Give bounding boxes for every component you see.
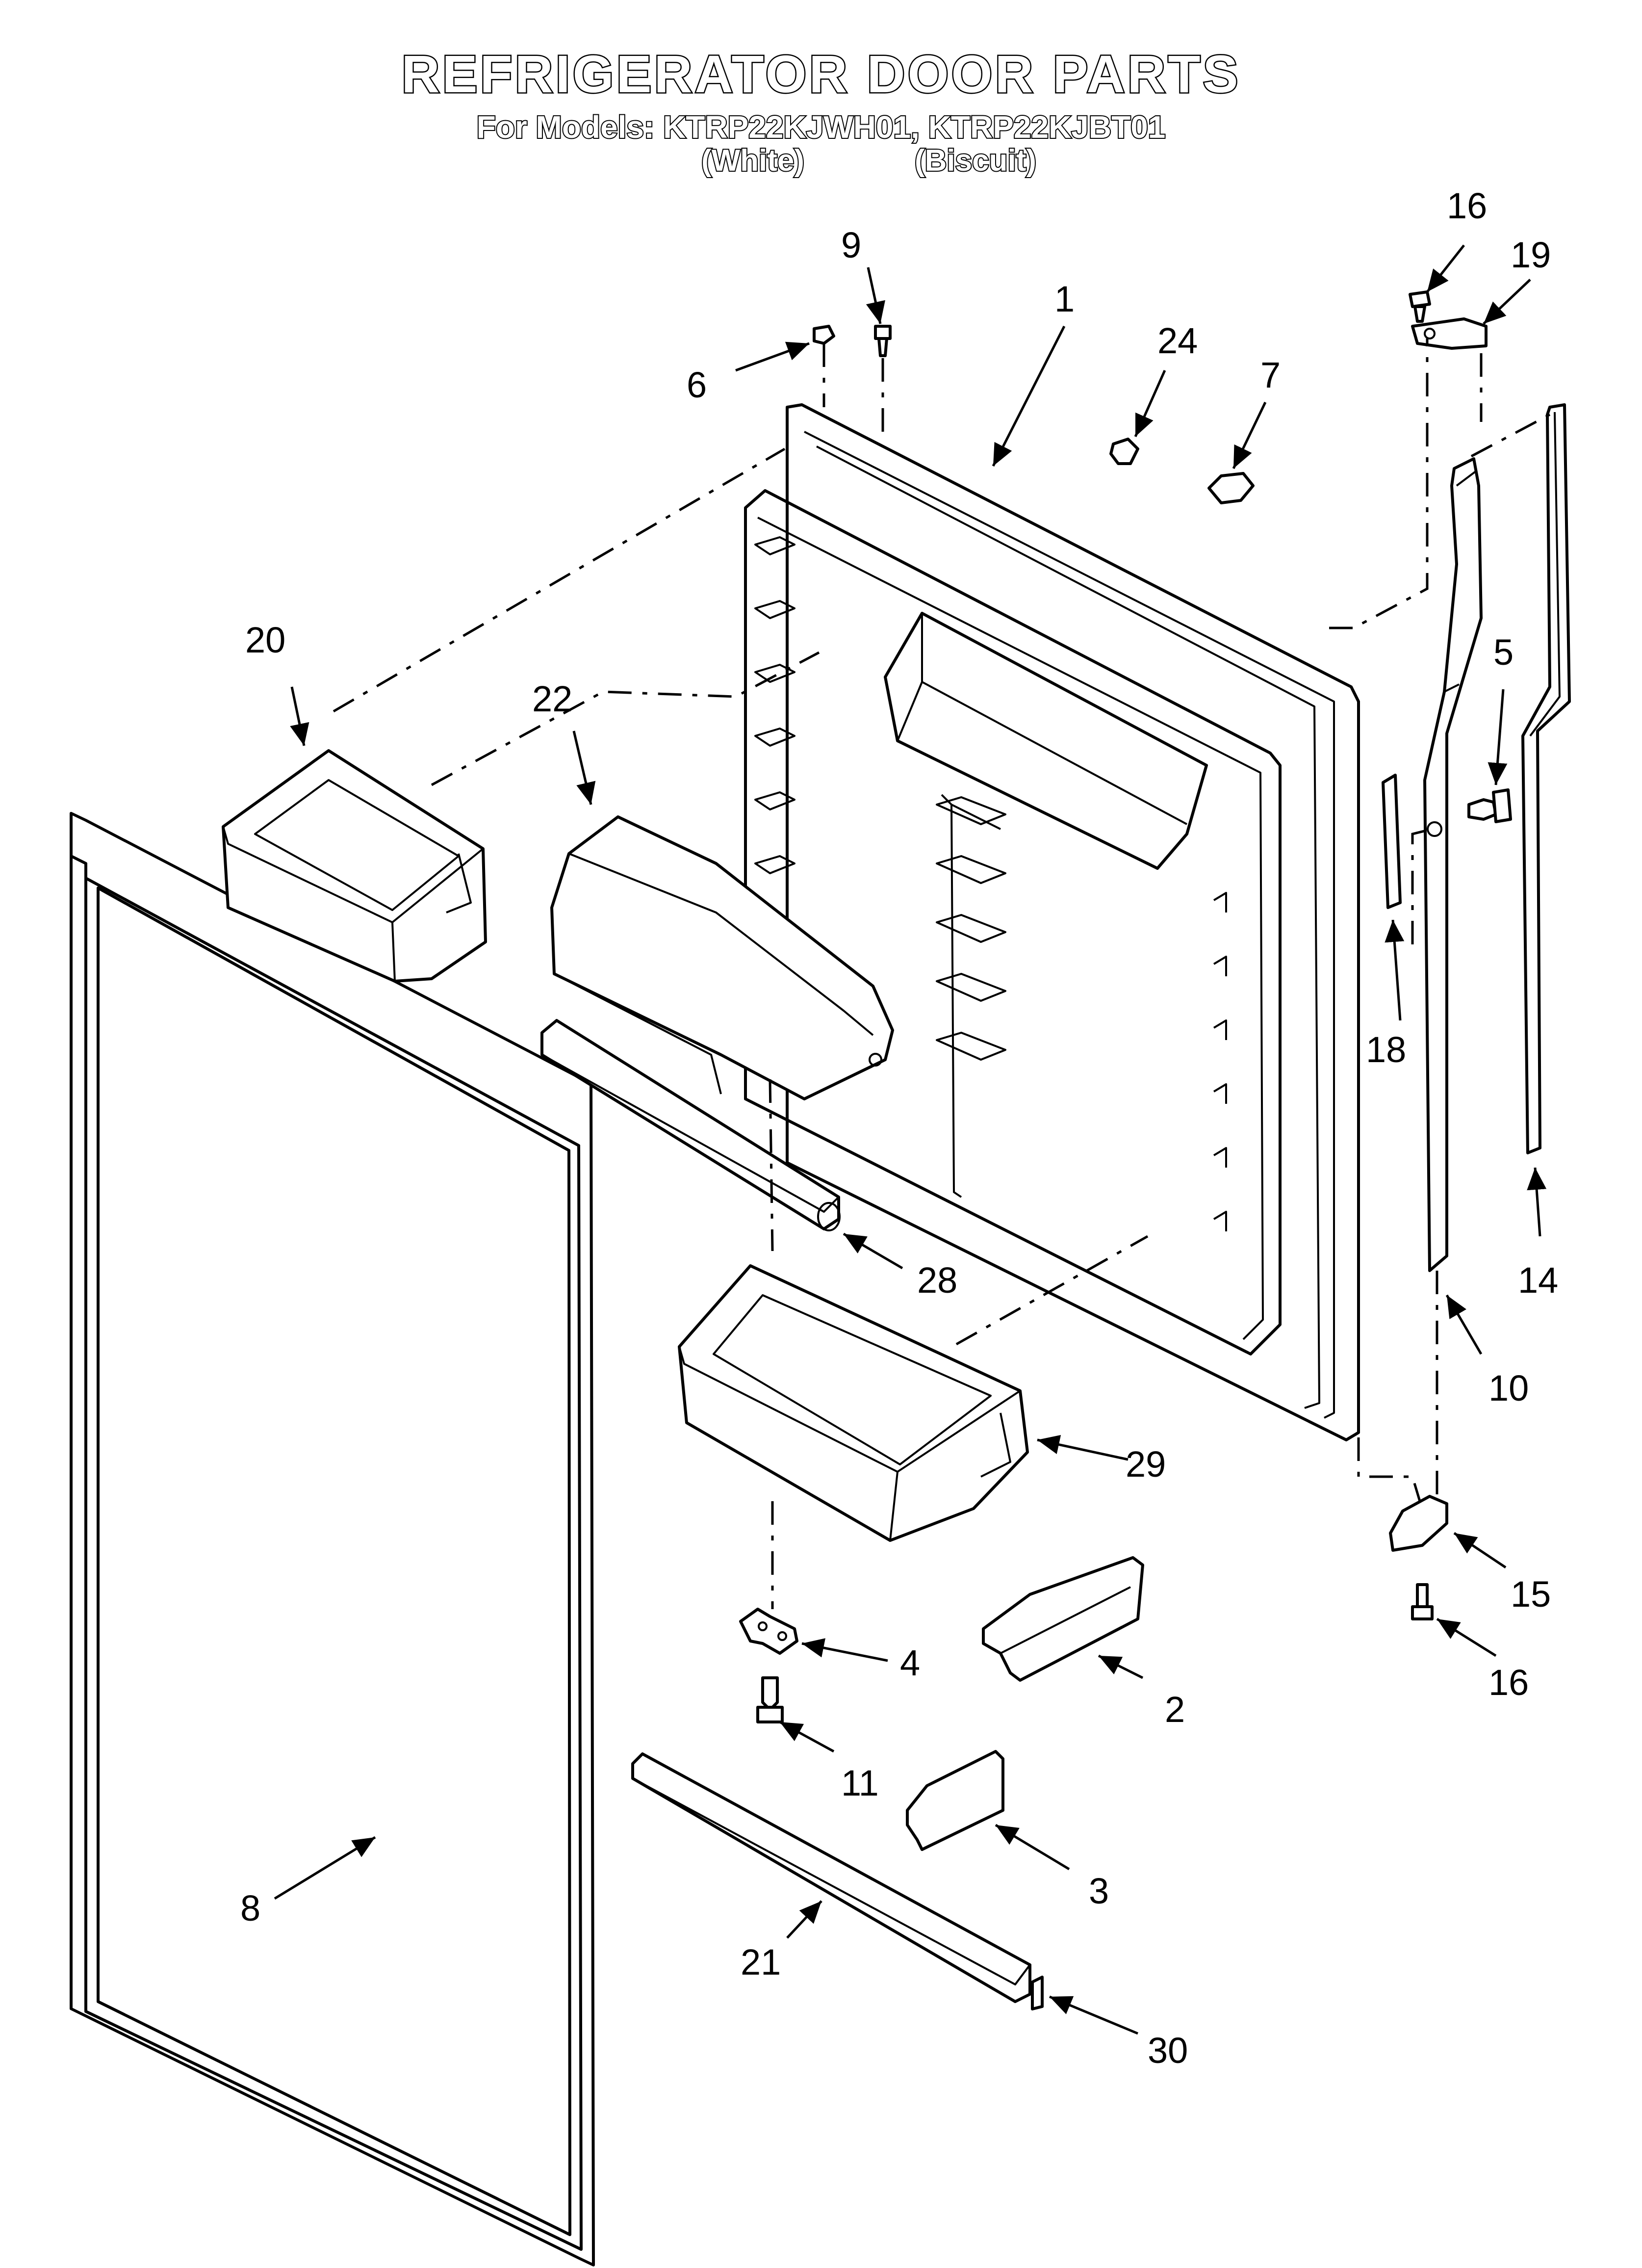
callout-8: 8 (240, 1888, 260, 1929)
callout-22: 22 (532, 678, 572, 719)
hinge-cover-part (1382, 774, 1402, 909)
callout-5: 5 (1493, 632, 1514, 673)
callout-3: 3 (1089, 1871, 1109, 1911)
callout-6: 6 (687, 365, 707, 405)
shelf-endcap-large-part (982, 1556, 1144, 1682)
hinge-screw-lower-part (1411, 1583, 1434, 1620)
handle-screw-part (1467, 788, 1512, 823)
lower-door-bin-part (678, 1264, 1029, 1542)
handle-strip-part (1521, 403, 1571, 1154)
callout-28: 28 (917, 1260, 957, 1301)
screw-part (756, 1676, 784, 1723)
plug-7-part (1207, 472, 1255, 504)
callout-16-lower: 16 (1488, 1662, 1529, 1703)
callout-11: 11 (841, 1763, 879, 1803)
callout-21: 21 (741, 1942, 781, 1982)
callout-18: 18 (1366, 1029, 1406, 1070)
callout-29: 29 (1126, 1444, 1166, 1485)
assembly-lines (333, 339, 1551, 1609)
upper-door-bin-part (222, 749, 487, 983)
callout-9: 9 (841, 225, 861, 265)
bottom-trim-part (631, 1752, 1031, 2003)
callout-4: 4 (900, 1642, 920, 1683)
shelf-endcap-small-part (906, 1750, 1004, 1851)
color-label-white: (White) (700, 143, 805, 179)
callout-2: 2 (1165, 1689, 1185, 1730)
shelf-trim-part (540, 1019, 841, 1231)
callout-19: 19 (1511, 235, 1551, 275)
callout-labels: 6 9 1 24 7 16 19 20 22 5 18 28 14 10 29 … (240, 185, 1558, 2071)
callout-16-upper: 16 (1447, 185, 1487, 226)
dairy-door-part (550, 815, 894, 1100)
hinge-bracket-part (739, 1608, 798, 1655)
bottom-hinge-part (1389, 1495, 1448, 1552)
diagram-title: REFRIGERATOR DOOR PARTS (400, 43, 1241, 105)
callout-7: 7 (1260, 355, 1281, 395)
callout-1: 1 (1054, 279, 1075, 319)
door-liner-part (744, 403, 1360, 1441)
door-screw-part (874, 325, 892, 357)
model-numbers: For Models: KTRP22KJWH01, KTRP22KJBT01 (476, 108, 1167, 146)
callout-14: 14 (1518, 1260, 1558, 1301)
handle-trim-part (1423, 457, 1483, 1272)
callout-10: 10 (1488, 1368, 1529, 1408)
callout-24: 24 (1157, 320, 1198, 361)
top-hinge-part (1411, 317, 1488, 350)
callout-20: 20 (245, 620, 285, 660)
leader-arrows (274, 244, 1547, 2035)
trim-end-cap-part (1031, 1976, 1044, 2010)
callout-30: 30 (1148, 2030, 1188, 2071)
plug-24-part (1109, 438, 1139, 465)
door-gasket-part (70, 811, 595, 2267)
callout-15: 15 (1511, 1574, 1551, 1615)
plug-button-part (813, 325, 835, 345)
hinge-screw-upper-part (1409, 290, 1431, 323)
color-label-biscuit: (Biscuit) (914, 143, 1037, 179)
